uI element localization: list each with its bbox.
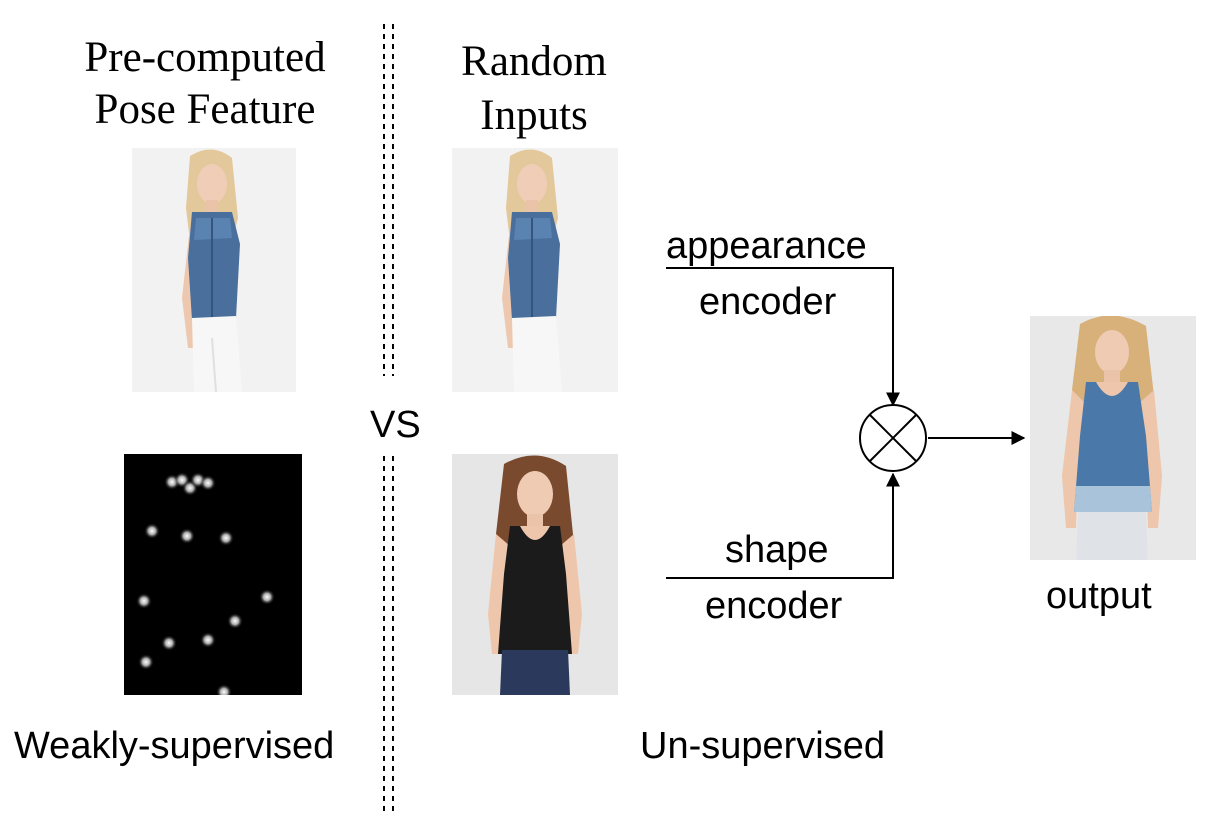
- pose-source-photo: [132, 148, 296, 392]
- weakly-supervised-label: Weakly-supervised: [14, 725, 335, 767]
- shape-encoder-label-line1: shape: [725, 529, 829, 571]
- vs-label: VS: [370, 404, 421, 446]
- middle-title-line2: Inputs: [480, 92, 588, 139]
- dashed-divider: [383, 24, 394, 816]
- left-title-line2: Pose Feature: [94, 86, 316, 133]
- circled-times-icon: [859, 404, 927, 472]
- appearance-encoder-label-line2: encoder: [699, 281, 837, 323]
- output-label: output: [1046, 575, 1152, 617]
- appearance-input-photo: [452, 148, 618, 392]
- shape-encoder-label-line2: encoder: [705, 585, 843, 627]
- pose-heatmap-image: [124, 454, 302, 695]
- output-photo: [1030, 316, 1196, 560]
- appearance-encoder-label-line1: appearance: [666, 225, 867, 267]
- middle-title-line1: Random: [461, 38, 607, 85]
- unsupervised-label: Un-supervised: [640, 725, 885, 767]
- shape-input-photo: [452, 454, 618, 695]
- left-title-line1: Pre-computed: [84, 34, 326, 81]
